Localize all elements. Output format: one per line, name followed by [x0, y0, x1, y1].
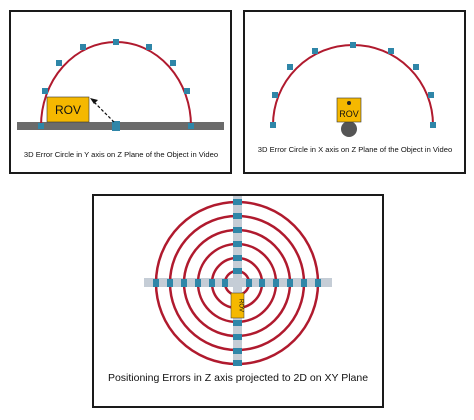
axis-marker: [209, 279, 215, 287]
arc-marker: [146, 44, 152, 50]
y-axis-diagram: ROV 3D Error Circle in Y axis on Z Plane…: [17, 39, 224, 159]
arc-marker: [287, 64, 293, 70]
horizontal-axis-bar: [144, 278, 332, 287]
arc-marker: [170, 60, 176, 66]
rov-base-sphere: [341, 121, 357, 137]
arc-marker: [388, 48, 394, 54]
arc-marker: [312, 48, 318, 54]
axis-marker: [273, 279, 279, 287]
rov-label: ROV: [55, 103, 81, 117]
arc-marker: [272, 92, 278, 98]
panel-x-axis-error: ROV 3D Error Circle in X axis on Z Plane…: [243, 10, 466, 174]
arc-marker: [42, 88, 48, 94]
axis-marker: [259, 279, 265, 287]
ground-bar: [17, 122, 224, 130]
axis-marker: [233, 320, 242, 326]
rov-label: ROV: [238, 299, 244, 312]
axis-marker: [195, 279, 201, 287]
arc-marker: [430, 122, 436, 128]
axis-marker: [233, 227, 242, 233]
x-axis-diagram: ROV 3D Error Circle in X axis on Z Plane…: [258, 42, 452, 154]
arc-marker: [350, 42, 356, 48]
arc-marker-center: [112, 121, 120, 131]
rov-box: [336, 97, 362, 123]
axis-marker: [222, 279, 228, 287]
arc-marker: [413, 64, 419, 70]
rov-camera-icon: [347, 101, 351, 105]
dashed-arrow: [92, 100, 115, 123]
arrow-head-icon: [90, 98, 98, 104]
panel-caption: 3D Error Circle in Y axis on Z Plane of …: [24, 150, 218, 159]
axis-markers: [153, 199, 321, 366]
axis-marker: [167, 279, 173, 287]
arc-markers: [270, 42, 436, 128]
arc-marker: [428, 92, 434, 98]
axis-marker: [287, 279, 293, 287]
arc-marker: [56, 60, 62, 66]
axis-marker: [233, 241, 242, 247]
axis-marker: [233, 213, 242, 219]
axis-marker: [233, 334, 242, 340]
arc-marker: [80, 44, 86, 50]
axis-marker: [233, 360, 242, 366]
axis-marker: [233, 348, 242, 354]
axis-marker: [315, 279, 321, 287]
axis-marker: [233, 255, 242, 261]
panel-y-axis-error: ROV 3D Error Circle in Y axis on Z Plane…: [9, 10, 232, 174]
panel-caption: 3D Error Circle in X axis on Z Plane of …: [258, 145, 452, 154]
panel-z-axis-error: ROV Positioning Errors in Z axis project…: [92, 194, 384, 408]
arc-marker: [270, 122, 276, 128]
arc-marker: [113, 39, 119, 45]
rov-box: [230, 292, 245, 319]
arc-markers: [38, 39, 194, 131]
axis-marker: [301, 279, 307, 287]
arc-marker: [188, 123, 194, 129]
arc-marker: [184, 88, 190, 94]
rov-label: ROV: [339, 109, 359, 119]
axis-marker: [246, 279, 252, 287]
arc-marker: [38, 123, 44, 129]
panel-caption: Positioning Errors in Z axis projected t…: [108, 372, 368, 384]
axis-marker: [233, 268, 242, 274]
z-axis-diagram: ROV Positioning Errors in Z axis project…: [108, 196, 368, 384]
rov-box: [46, 96, 90, 123]
axis-marker: [181, 279, 187, 287]
axis-marker: [153, 279, 159, 287]
axis-marker: [233, 199, 242, 205]
